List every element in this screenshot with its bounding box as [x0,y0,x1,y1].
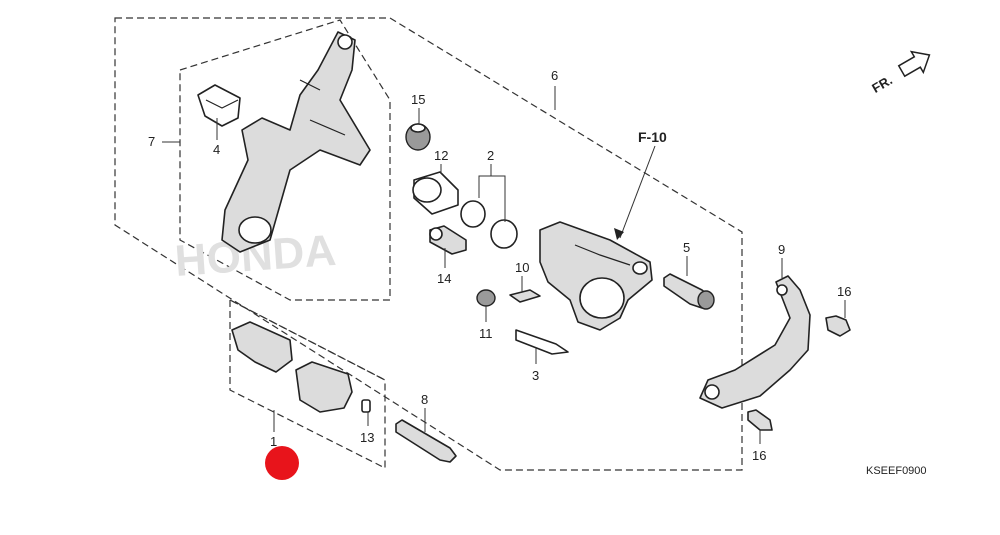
callout-16-lower: 16 [752,448,766,463]
callout-15: 15 [411,92,425,107]
brake-pads [231,321,353,413]
leader-lines [162,86,846,444]
caliper-pin [429,225,467,255]
callout-9: 9 [778,242,785,257]
callout-4: 4 [213,142,220,157]
callout-12: 12 [434,148,448,163]
callout-16-upper: 16 [837,284,851,299]
forward-direction: FR. [869,50,931,96]
callout-1: 1 [270,434,277,449]
pad-spring [197,84,241,127]
piston [412,171,459,215]
drawing-code: KSEEF0900 [866,465,927,477]
caliper-bracket [221,31,371,253]
bleeder [509,289,541,303]
callout-8: 8 [421,392,428,407]
pad-pin [395,419,457,463]
callout-6: 6 [551,68,558,83]
pad-retainer [515,329,569,355]
caliper-assembly-outline [114,17,743,471]
callout-10: 10 [515,260,529,275]
callout-5: 5 [683,240,690,255]
ref-arrow-head [614,228,624,240]
bolt-lower [747,409,773,431]
callout-7: 7 [148,134,155,149]
bolt-upper [825,315,851,337]
direction-label: FR. [869,72,895,95]
marker-dot-icon [265,446,299,480]
boot [405,123,431,151]
callout-13: 13 [360,430,374,445]
callout-14: 14 [437,271,451,286]
caliper-body [539,221,653,331]
seals [460,200,518,249]
reference-label: F-10 [638,129,667,145]
bracket-group-outline [179,19,391,301]
stopper-plate [699,275,811,409]
pin-bolt [663,273,715,310]
callout-2: 2 [487,148,494,163]
forward-arrow-icon [897,50,931,78]
pad-set-outline-top [229,299,386,381]
callout-11: 11 [479,326,493,341]
bleeder-cap [476,289,496,307]
pad-clip [361,399,371,413]
callout-3: 3 [532,368,539,383]
